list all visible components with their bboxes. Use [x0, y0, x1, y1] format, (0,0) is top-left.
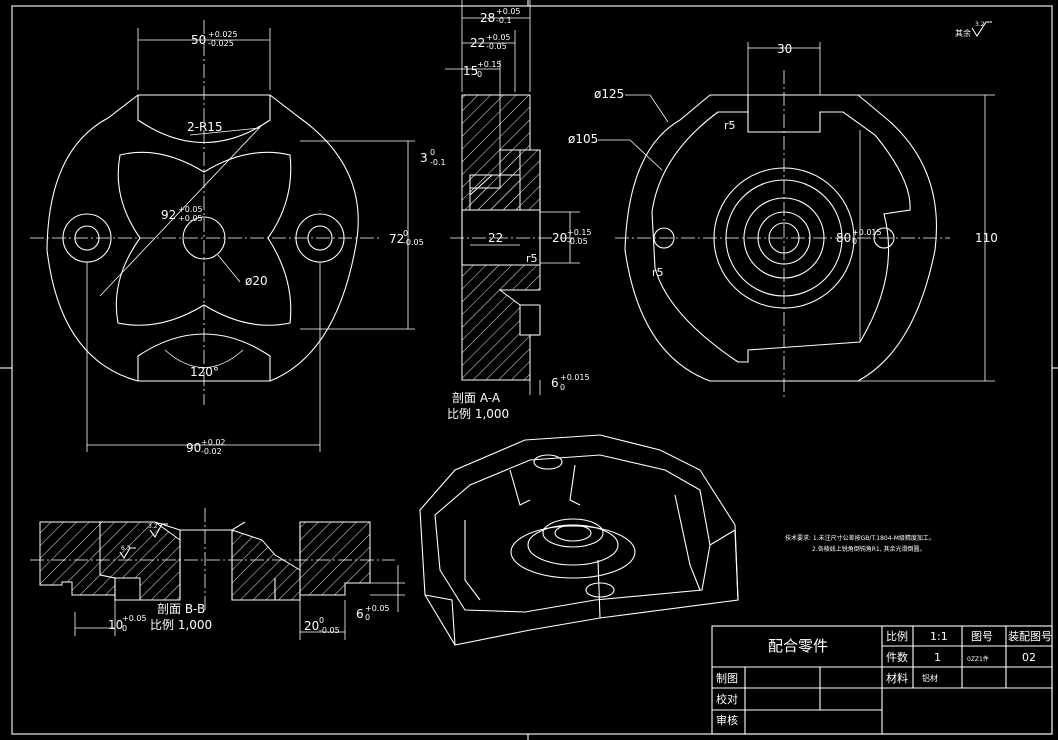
- dim-92-tol-low: +0.05: [178, 214, 203, 223]
- dim-90: 90: [186, 441, 201, 455]
- dim-6-bb-tol-up: +0.05: [365, 604, 390, 613]
- dim-72-tol-low: -0.05: [403, 238, 424, 247]
- tech-note-line2: 2.各棱线上锐角倒钝角R1, 其余光滑倒圆。: [812, 545, 926, 553]
- dim-15-tol-low: 0: [477, 70, 482, 79]
- checked-label: 校对: [716, 692, 738, 706]
- dim-20-aa-tol-low: -0.05: [567, 237, 588, 246]
- label-2-r15: 2-R15: [187, 120, 223, 134]
- dim-80-tol-up: +0.015: [852, 228, 882, 237]
- dim-22a-tol-low: -0.05: [486, 42, 507, 51]
- qty-label: 件数: [886, 651, 908, 664]
- dim-72: 72: [389, 232, 404, 246]
- dim-92: 92: [161, 208, 176, 222]
- approved-label: 审核: [716, 713, 738, 727]
- dim-28-tol-low: -0.1: [496, 16, 512, 25]
- dim-50: 50: [191, 33, 206, 47]
- dim-22b: 22: [488, 231, 503, 245]
- dim-3-tol-up: 0: [430, 148, 435, 157]
- dim-d20: ø20: [245, 274, 268, 288]
- material-value: 铝材: [922, 673, 938, 683]
- isometric-view: [419, 434, 739, 646]
- dim-d125: ø125: [594, 87, 624, 101]
- drawing-border: [11, 5, 1053, 735]
- dim-20-bb: 20: [304, 619, 319, 633]
- scale-label: 比例: [886, 629, 908, 643]
- dim-6-aa-tol-up: +0.015: [560, 373, 590, 382]
- section-aa-view: [445, 0, 580, 395]
- dim-110: 110: [975, 231, 998, 245]
- dim-15: 15: [463, 64, 478, 78]
- dim-92-tol-up: +0.05: [178, 205, 203, 214]
- scale-value: 1:1: [930, 630, 948, 643]
- roughness-label: 其余: [955, 28, 971, 38]
- dim-10-bb-tol-low: 0: [122, 624, 127, 633]
- dim-90-tol-low: -0.02: [201, 447, 222, 456]
- assembly-no-value: 02: [1022, 651, 1036, 664]
- dim-3-tol-low: -0.1: [430, 158, 446, 167]
- roughness-value: 3.2: [975, 21, 985, 28]
- dim-80-tol-low: 0: [852, 237, 857, 246]
- rough-a-bb: 6.3: [121, 545, 131, 552]
- dim-6-aa-tol-low: 0: [560, 383, 565, 392]
- dim-10-bb: 10: [108, 618, 123, 632]
- material-label: 材料: [886, 671, 908, 685]
- dim-80: 80: [836, 231, 851, 245]
- dim-22a-tol-up: +0.05: [486, 33, 511, 42]
- label-r5-left: r5: [652, 266, 664, 279]
- drawing-no-value: 0ZZ1件: [967, 655, 989, 663]
- front-view: [30, 20, 415, 452]
- dim-15-tol-up: +0.15: [477, 60, 502, 69]
- tech-note-line1: 技术要求: 1.未注尺寸公差按GB/T.1804-M级精度加工。: [785, 534, 935, 542]
- dim-10-bb-tol-up: +0.05: [122, 614, 147, 623]
- section-bb-view: [30, 508, 405, 640]
- dim-72-tol-up: 0: [403, 229, 408, 238]
- drawn-label: 制图: [716, 672, 738, 685]
- dim-d105: ø105: [568, 132, 598, 146]
- title-block: [711, 625, 1053, 735]
- dim-90-tol-up: +0.02: [201, 438, 226, 447]
- label-r5-top: r5: [724, 119, 736, 132]
- dim-50-tol-low: -0.025: [208, 39, 234, 48]
- rough-b-bb: 3.2: [148, 523, 158, 530]
- dim-3: 3: [420, 151, 428, 165]
- dim-30: 30: [777, 42, 792, 56]
- section-bb-scale: 比例 1,000: [150, 618, 212, 632]
- title-part-name: 配合零件: [768, 637, 828, 655]
- right-view: [598, 42, 995, 400]
- dim-20-aa-tol-up: +0.15: [567, 228, 592, 237]
- dim-20-bb-tol-up: 0: [319, 616, 324, 625]
- dim-20-bb-tol-low: -0.05: [319, 626, 340, 635]
- section-aa-label: 剖面 A-A: [452, 391, 501, 405]
- dim-6-aa: 6: [551, 376, 559, 390]
- dim-120: 120°: [190, 365, 219, 379]
- dim-28-tol-up: +0.05: [496, 7, 521, 16]
- dim-50-tol-up: +0.025: [208, 30, 238, 39]
- dim-6-bb-tol-low: 0: [365, 613, 370, 622]
- dim-22a: 22: [470, 36, 485, 50]
- dim-6-bb: 6: [356, 607, 364, 621]
- section-aa-scale: 比例 1,000: [447, 407, 509, 421]
- roughness-symbol: [971, 21, 992, 38]
- section-bb-label: 剖面 B-B: [157, 602, 205, 616]
- drawing-no-label: 图号: [971, 630, 993, 643]
- dim-20-aa: 20: [552, 231, 567, 245]
- assembly-no-label: 装配图号: [1008, 630, 1052, 643]
- label-r5-aa: r5: [526, 252, 538, 265]
- dim-28: 28: [480, 11, 495, 25]
- qty-value: 1: [934, 651, 941, 664]
